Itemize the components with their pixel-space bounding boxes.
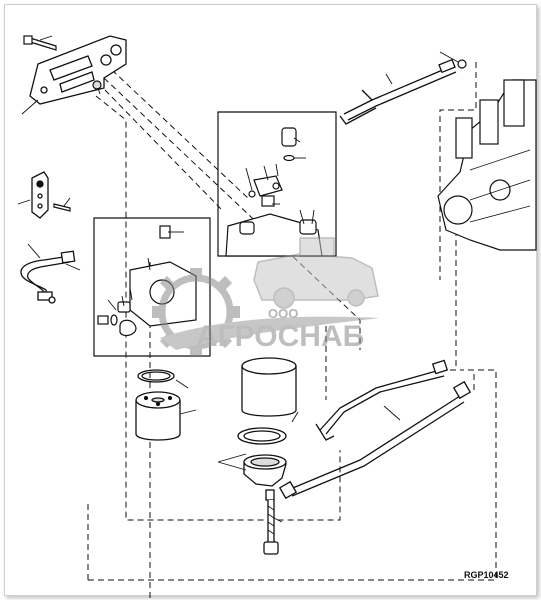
- fuel-line-16: [278, 380, 472, 500]
- o-ring-4: [283, 154, 295, 162]
- water-bowl-21: [243, 454, 287, 487]
- filter-canister: [241, 357, 297, 417]
- engine-block: [437, 79, 537, 251]
- bolt-40: [53, 203, 71, 212]
- fitting-6: [248, 175, 283, 207]
- bolt-1: [23, 35, 57, 51]
- fuel-pump-inset: [217, 111, 337, 257]
- fuel-line-38: [20, 250, 76, 304]
- assembly-guide-lines: [87, 62, 497, 600]
- return-line: [315, 359, 449, 441]
- drain-valve-20: [263, 489, 279, 555]
- leader-lines: [17, 35, 459, 523]
- seal-ring-22: [137, 369, 175, 383]
- fitting-28-30: [97, 301, 137, 337]
- agrosnab-watermark: ООО АГРОСНАБ: [152, 237, 380, 356]
- figure-frame: [4, 4, 537, 596]
- cap-15: [457, 59, 467, 69]
- fuel-line-14: [339, 58, 457, 125]
- field-swoosh: [160, 316, 380, 350]
- clamp-bracket-39: [31, 171, 49, 219]
- filter-base-inset: [93, 217, 211, 357]
- gasket-19: [237, 427, 287, 445]
- drawing-reference-id: RGP10452: [464, 570, 509, 580]
- plunger-3: [281, 127, 297, 147]
- mounting-plate-41: [29, 35, 127, 105]
- fuel-filter-23: [135, 391, 181, 441]
- harvester-icon: [253, 237, 379, 309]
- nut-2: [92, 80, 102, 90]
- watermark-company-name: АГРОСНАБ: [196, 320, 364, 353]
- watermark-prefix: ООО: [268, 306, 298, 321]
